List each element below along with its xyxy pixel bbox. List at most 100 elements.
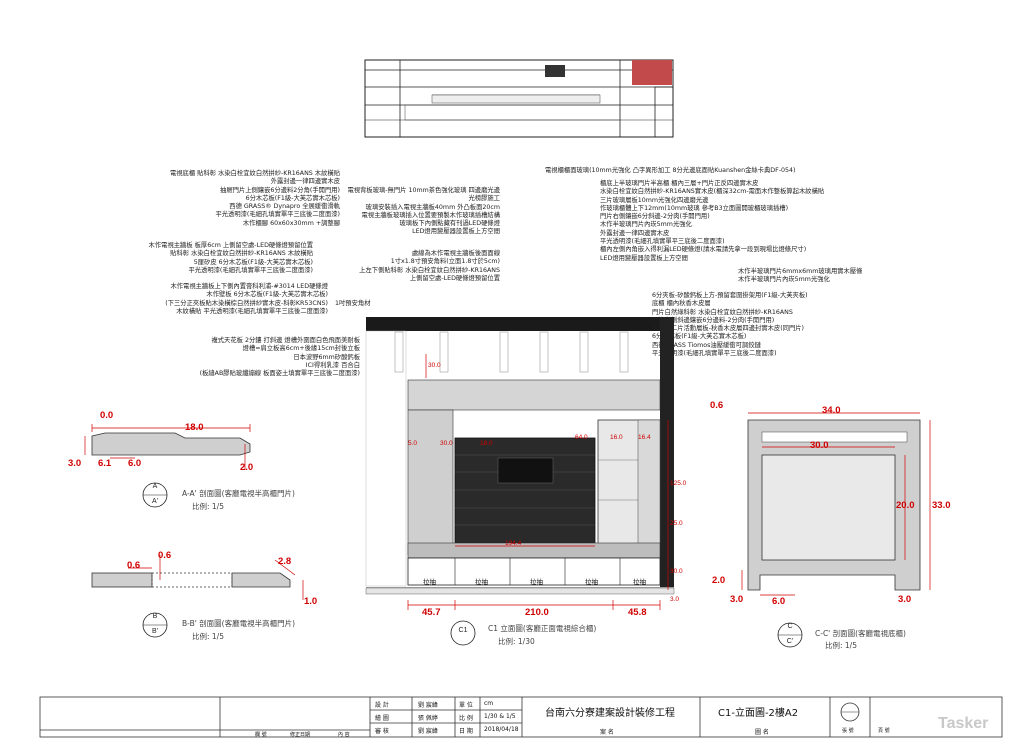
dim-label: 194.4 xyxy=(505,540,522,547)
drawer-label: 拉抽 xyxy=(475,578,488,586)
note-line: 複式天花板 2分鏤 打斜邊 燈槽外圍面白色飛面美耐板 xyxy=(211,337,360,344)
elevation-scale: 比例: 1/30 xyxy=(498,637,535,646)
drawer-label: 拉抽 xyxy=(633,578,646,586)
dim-label: 2.0 xyxy=(712,575,726,586)
note-line: 門片右側鑲嵌6分斜邊-2分肉(手開門用) xyxy=(600,213,710,221)
note-line: 平光透明漆(毛細孔填實單平三底後二度面漆) xyxy=(600,238,725,246)
tb-date: 2018/04/18 xyxy=(484,726,519,733)
note-line: 西德GRASS Tiomos油壓緩衝可調鉸鏈 xyxy=(652,341,761,349)
note-line: 門片白然綠科彰 水染白栓宜紋白然拼紗-KR16ANS xyxy=(652,308,793,316)
inline-note: 1吋預安角材 xyxy=(335,300,371,307)
note-line: 6分木芯板(F1級-大芙芯實木芯板) xyxy=(652,333,747,341)
note-line: 電視背板玻璃-無門片 10mm茶色強化玻璃 四邊磨光邊 xyxy=(347,187,501,194)
tb-rev-header: 欄 號 xyxy=(255,732,267,738)
dim-label: 34.0 xyxy=(822,405,841,416)
tb-project: 台南六分寮建案設計裝修工程 xyxy=(545,708,675,719)
note-line: 上側留空處-LED硬條燈預留位置 xyxy=(409,274,500,282)
drawer-label: 拉抽 xyxy=(423,578,436,586)
note-line: 日本波野6mm矽酸鈣板 xyxy=(293,353,360,361)
dim-label: 30.0 xyxy=(670,568,683,575)
dim-label: 45.7 xyxy=(422,607,441,618)
tb-scale: 1/30 & 1/5 xyxy=(484,713,516,720)
note-line: 作玻璃櫃體上下12mm(10mm玻璃 參考B3立面圖開玻櫃玻璃插槽) xyxy=(600,204,789,212)
note-line: 底櫃 櫃內秋香木皮層 xyxy=(652,300,711,308)
note-line: 抽屜門片上側鑲嵌6分邊料2分角(手開門用) xyxy=(220,186,340,194)
section-scale: 比例: 1/5 xyxy=(192,502,224,511)
note-line: 電視主牆板玻璃插入位置要預製木作玻璃插槽結構 xyxy=(361,211,500,219)
tb-name: 張 佩婷 xyxy=(418,715,438,722)
note-line: 木作壁板 6分木芯板(F1級-大芙芯實木芯板) xyxy=(206,291,328,299)
note-line: 木作半玻璃門片內崁5mm光強化 xyxy=(738,276,830,284)
dim-label: 210.0 xyxy=(525,607,549,618)
elev-notes-mid: 處線為木作電視主牆板後面面線 1寸x1.8寸預安角料(立面1.8寸於5cm) 上… xyxy=(290,250,500,283)
section-marker-label: C xyxy=(787,623,793,630)
elevation-title: C1 立面圖(客廳正面電視綜合櫃) xyxy=(488,624,597,633)
dim-label: 33.0 xyxy=(932,500,951,511)
tb-row-label: 設 計 xyxy=(375,702,389,709)
dim-label: 125.0 xyxy=(670,480,687,487)
section-title: A-A' 剖面圖(客廳電視半高櫃門片) xyxy=(182,489,295,498)
dim-label: 20.0 xyxy=(896,500,915,511)
section-title: B-B' 剖面圖(客廳電視半高櫃門片) xyxy=(182,619,296,628)
tb-row-label: 繪 圖 xyxy=(375,715,389,722)
tb-sheet-label: 張 號 xyxy=(842,728,854,734)
note-line: 光榜膠施工 xyxy=(468,195,500,203)
drawer-label: 拉抽 xyxy=(585,578,598,586)
dim-label: 3.0 xyxy=(730,594,744,605)
note-line: 外露封邊一律四邊實木皮 xyxy=(600,229,670,237)
note-line: 平光透明漆(毛細孔填實單平三底後二度面漆) xyxy=(652,350,777,358)
note-line: 櫃底上半玻璃門片半高櫃 櫃內三層+門片正反四邊實木皮 xyxy=(600,180,759,187)
note-line: 6分木芯板(F1級-大芙芯實木芯板) xyxy=(245,194,340,202)
elev-notes-right-1: 櫃底上半玻璃門片半高櫃 櫃內三層+門片正反四邊實木皮 水染白栓宜紋白然拼紗-KR… xyxy=(600,180,824,263)
note-line: LED燈用變壓器設置板上方空間 xyxy=(600,254,688,262)
dim-label: 25.0 xyxy=(670,520,683,527)
dim-label: 18.0 xyxy=(185,422,204,433)
dim-label: 6.0 xyxy=(772,596,786,607)
note-line: 木作半玻璃門片內崁5mm光強化 xyxy=(600,221,692,229)
tb-name: 劉 宸緯 xyxy=(418,728,438,735)
note-line: 木作電視主牆板 板厚6cm 上側留空處-LED硬條燈預留位置 xyxy=(148,242,313,249)
note-line: 上左下側貼科彰 水染白栓宜紋白然拼紗-KR16ANS xyxy=(359,266,500,274)
note-line: 平光透明漆(毛細孔填實單平三底後二度面漆) xyxy=(215,211,340,219)
title-block-frame xyxy=(39,696,1003,738)
dim-label: 0.6 xyxy=(158,550,172,561)
note-line: LED燈用變壓器設置板上方空間 xyxy=(412,228,500,236)
dim-label: 3.0 xyxy=(898,594,912,605)
dim-label: 30.0 xyxy=(810,440,829,451)
tb-drawing-title: C1-立面圖-2樓A2 xyxy=(718,708,799,719)
dim-label: 1.0 xyxy=(304,596,318,607)
note-line: 燈槽=肩立板高6cm+後緣15cm封後立板 xyxy=(242,345,360,353)
tb-rev-header: 修正日期 xyxy=(290,732,311,738)
section-marker-label: B xyxy=(152,613,158,620)
elev-notes-right-2: 木作半玻璃門片6mmx6mm玻璃用實木壓條 木作半玻璃門片內崁5mm光強化 xyxy=(738,268,862,285)
dim-label: 0.6 xyxy=(127,560,141,571)
tb-unit-label: 單 位 xyxy=(459,702,473,709)
dim-label: 3.0 xyxy=(670,596,680,603)
drawer-label: 拉抽 xyxy=(530,578,543,586)
dim-label: 16.0 xyxy=(610,434,623,441)
dim-label: 18.0 xyxy=(480,440,493,447)
note-line: 6分夾板-矽酸鈣板上方-預留套圍掛架用(F1級-大芙夾板) xyxy=(652,292,808,299)
elevation-marker-label: C1 xyxy=(458,627,468,634)
note-line: 處線為木作電視主牆板後面面線 xyxy=(411,250,500,257)
dim-label: 30.0 xyxy=(428,362,441,369)
note-line: (板縫AB膠貼玻纖繃線 板面姿土填實單平三底後二度面漆) xyxy=(199,370,360,378)
note-line: 玻璃板下內側點藏有刊過LED硬條燈 xyxy=(399,220,501,228)
watermark: Tasker xyxy=(938,715,989,732)
note-line: 西德 GRASS® Dynapro 全展緩衝滑軌 xyxy=(229,203,340,211)
note-line: 5厘矽皮 6分木芯板(F1級-大芙芯實木芯板) xyxy=(193,258,313,266)
elev-notes-left-3: 複式天花板 2分鏤 打斜邊 燈槽外圍面白色飛面美耐板 燈槽=肩立板高6cm+後緣… xyxy=(170,337,360,378)
section-scale: 比例: 1/5 xyxy=(192,632,224,641)
elev-notes-left-1: 木作電視主牆板 板厚6cm 上側留空處-LED硬條燈預留位置 貼科彰 水染白栓宜… xyxy=(88,242,313,275)
section-marker-label: A xyxy=(152,483,158,490)
section-title: C-C' 剖面圖(客廳電視底櫃) xyxy=(815,629,906,638)
dim-label: 3.0 xyxy=(68,458,82,469)
section-cc xyxy=(741,412,931,648)
section-scale: 比例: 1/5 xyxy=(825,641,857,650)
dim-label: 45.8 xyxy=(628,607,647,618)
dim-label: 2.0 xyxy=(240,462,254,473)
c1-marker-circle xyxy=(450,620,476,646)
note-line: 門片左側斜邊鑲嵌6分邊料-2分肉(手開門用) xyxy=(652,316,775,324)
note-line: 每櫃各二片活動層板-秋香木皮層四邊封實木皮(同門片) xyxy=(652,325,805,333)
